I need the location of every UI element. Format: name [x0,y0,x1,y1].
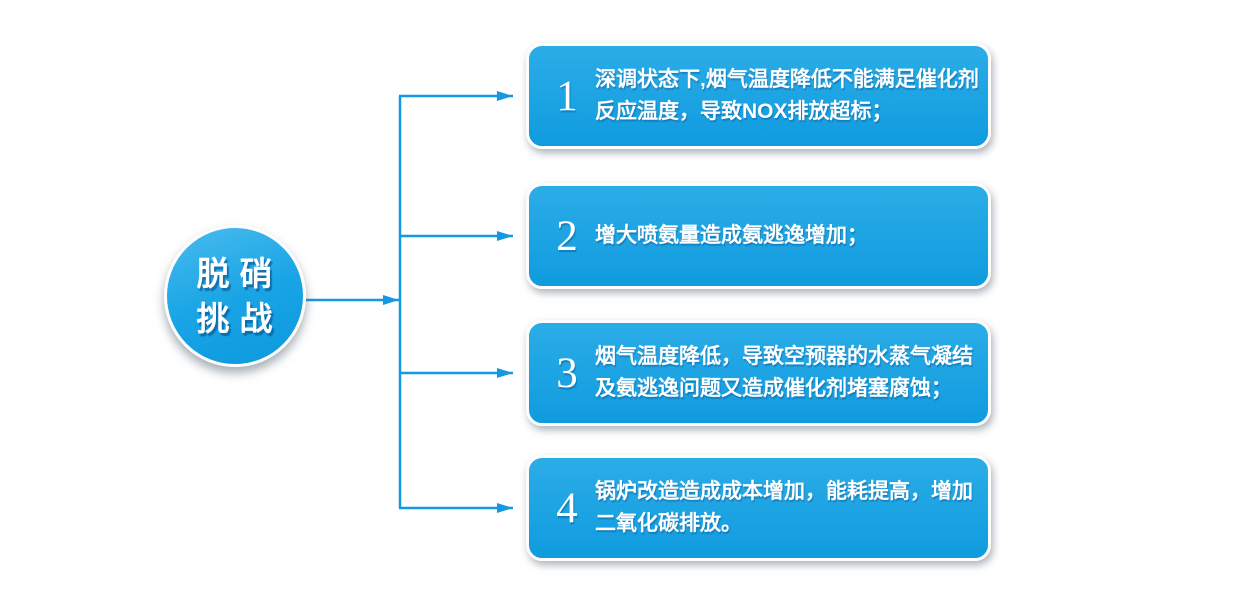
item-number: 3 [556,349,578,397]
challenge-item-2: 2 增大喷氨量造成氨逃逸增加； [526,183,991,289]
hub-label: 脱硝 挑战 [196,255,283,337]
item-text: 深调状态下,烟气温度降低不能满足催化剂 反应温度，导致NOX排放超标； [595,68,979,123]
hub-circle: 脱硝 挑战 [164,225,306,367]
item-number: 1 [556,72,578,120]
item-text: 增大喷氨量造成氨逃逸增加； [595,224,868,247]
item-number: 4 [556,484,578,532]
challenge-item-3: 3 烟气温度降低，导致空预器的水蒸气凝结 及氨逃逸问题又造成催化剂堵塞腐蚀； [526,320,991,426]
item-number: 2 [556,212,578,260]
challenge-item-1: 1 深调状态下,烟气温度降低不能满足催化剂 反应温度，导致NOX排放超标； [526,43,991,149]
item-text: 锅炉改造造成成本增加，能耗提高，增加 二氧化碳排放。 [595,480,973,535]
challenge-item-4: 4 锅炉改造造成成本增加，能耗提高，增加 二氧化碳排放。 [526,455,991,561]
item-text: 烟气温度降低，导致空预器的水蒸气凝结 及氨逃逸问题又造成催化剂堵塞腐蚀； [595,345,973,400]
